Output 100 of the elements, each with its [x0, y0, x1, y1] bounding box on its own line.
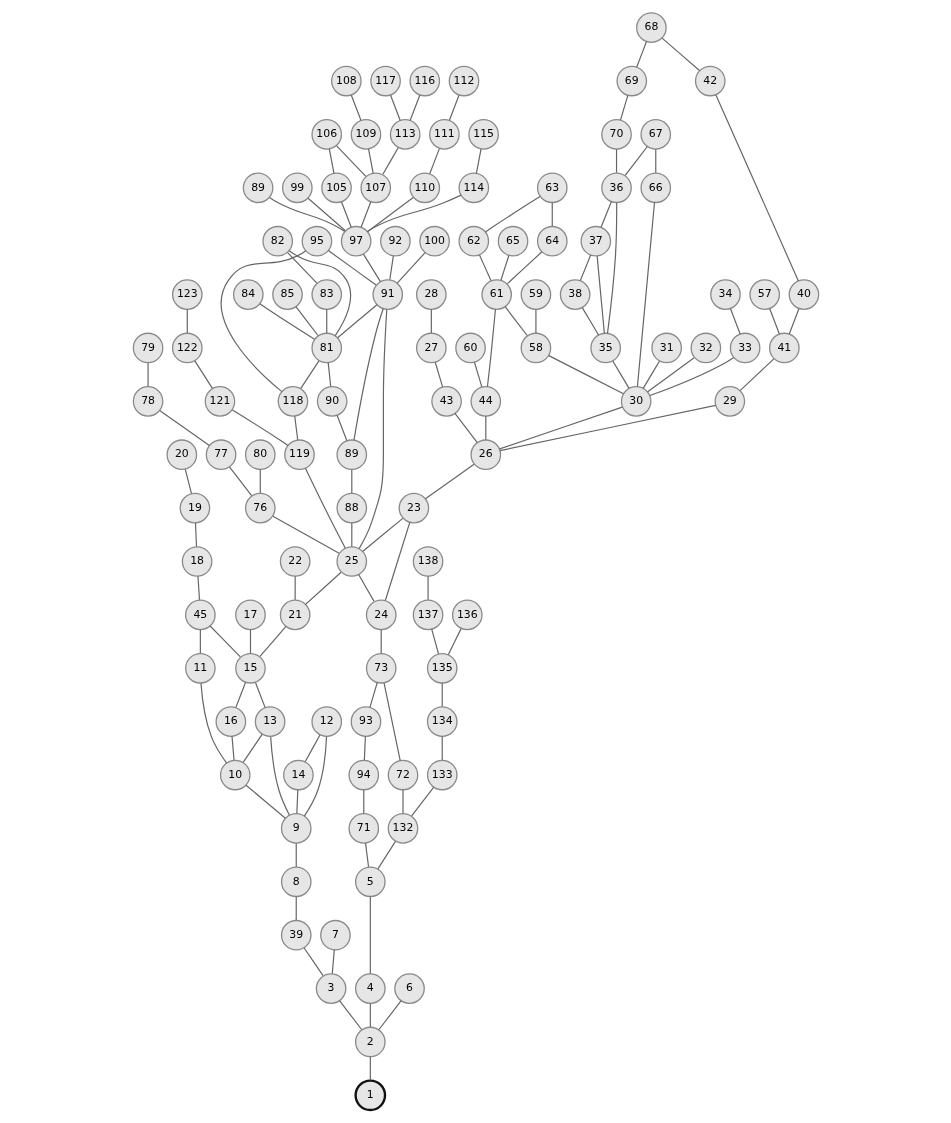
node-circle: 109	[350, 119, 381, 150]
connector	[606, 202, 617, 334]
node-circle: 45	[184, 599, 216, 631]
node-circle: 110	[408, 172, 440, 204]
connector	[486, 308, 496, 388]
connector	[193, 360, 213, 389]
connector	[258, 625, 287, 657]
connector	[360, 201, 371, 228]
node-circle: 64	[536, 225, 568, 257]
node-circle: 20	[165, 439, 197, 471]
node-circle: 44	[469, 386, 501, 417]
node-circle: 1	[353, 1079, 386, 1112]
connector	[499, 254, 509, 281]
connector	[504, 306, 528, 337]
node-circle: 121	[204, 386, 235, 417]
connector	[534, 308, 536, 334]
connector	[551, 201, 553, 227]
node-circle: 12	[310, 706, 342, 737]
connector	[447, 628, 462, 656]
node-circle: 58	[520, 332, 551, 364]
node-circle: 138	[412, 546, 443, 577]
node-circle: 134	[426, 706, 458, 737]
connector	[648, 356, 734, 397]
node-circle: 122	[171, 332, 203, 364]
connector	[409, 94, 420, 121]
node-circle: 3	[315, 973, 346, 1004]
node-circle: 37	[580, 225, 611, 257]
node-circle: 136	[451, 599, 483, 631]
connector	[410, 786, 434, 817]
connector	[506, 251, 543, 285]
node-circle: 22	[279, 546, 310, 577]
connector	[362, 253, 381, 283]
node-circle: 61	[480, 279, 512, 310]
node-circle: 66	[639, 172, 671, 204]
connector	[369, 895, 371, 975]
node-circle: 85	[271, 279, 303, 310]
connector	[327, 250, 377, 286]
connector	[231, 409, 289, 447]
connector	[327, 362, 331, 387]
connector	[361, 517, 403, 553]
node-circle: 116	[408, 65, 440, 97]
node-circle: 69	[615, 65, 647, 97]
node-circle: 62	[457, 225, 489, 257]
connector	[304, 571, 342, 605]
node-circle: 88	[335, 492, 367, 524]
connector	[186, 308, 188, 334]
node-circle: 95	[301, 225, 332, 257]
connector	[335, 145, 366, 177]
connector	[184, 468, 192, 495]
connector	[473, 361, 482, 388]
connector	[196, 575, 200, 601]
connector	[642, 360, 660, 389]
connector	[230, 735, 235, 761]
connector	[209, 625, 241, 658]
node-circle: 9	[280, 813, 312, 844]
node-circle: 117	[369, 65, 401, 97]
node-circle: 23	[398, 492, 429, 524]
node-circle: 94	[347, 759, 379, 791]
connector	[389, 94, 401, 121]
node-circle: 79	[132, 332, 163, 364]
node-circle: 6	[393, 973, 425, 1004]
connector	[299, 360, 320, 389]
node-circle: 8	[280, 866, 312, 898]
node-circle: 4	[354, 973, 386, 1004]
node-circle: 11	[184, 652, 216, 684]
node-circle: 91	[371, 279, 403, 310]
connector	[788, 308, 799, 335]
connector	[635, 41, 647, 68]
node-circle: 70	[600, 119, 632, 150]
node-circle: 38	[559, 279, 590, 310]
node-circle: 107	[359, 172, 391, 204]
node-circle: 42	[694, 65, 726, 97]
connector	[306, 197, 346, 232]
connector	[295, 895, 297, 921]
connector	[376, 840, 396, 870]
node-circle: 106	[310, 119, 342, 150]
connector	[646, 357, 695, 393]
node-circle: 72	[387, 759, 418, 791]
connector	[228, 466, 252, 497]
node-circle: 93	[350, 706, 381, 737]
node-circle: 90	[316, 386, 348, 417]
node-circle: 118	[277, 386, 308, 417]
connector	[340, 201, 352, 228]
connector	[336, 304, 378, 339]
connector	[357, 573, 375, 602]
node-circle: 89	[335, 439, 367, 471]
connector	[611, 360, 630, 389]
node-circle: 77	[205, 439, 236, 471]
connector	[304, 467, 346, 549]
connector	[729, 308, 741, 335]
node-circle: 84	[232, 279, 264, 310]
connector	[430, 308, 432, 334]
connector	[331, 949, 335, 975]
connector	[254, 681, 266, 709]
connector	[484, 195, 541, 233]
connector	[498, 404, 716, 452]
node-circle: 83	[310, 279, 342, 310]
node-circle: 114	[457, 172, 489, 204]
connector	[581, 307, 599, 336]
connector	[739, 358, 774, 391]
